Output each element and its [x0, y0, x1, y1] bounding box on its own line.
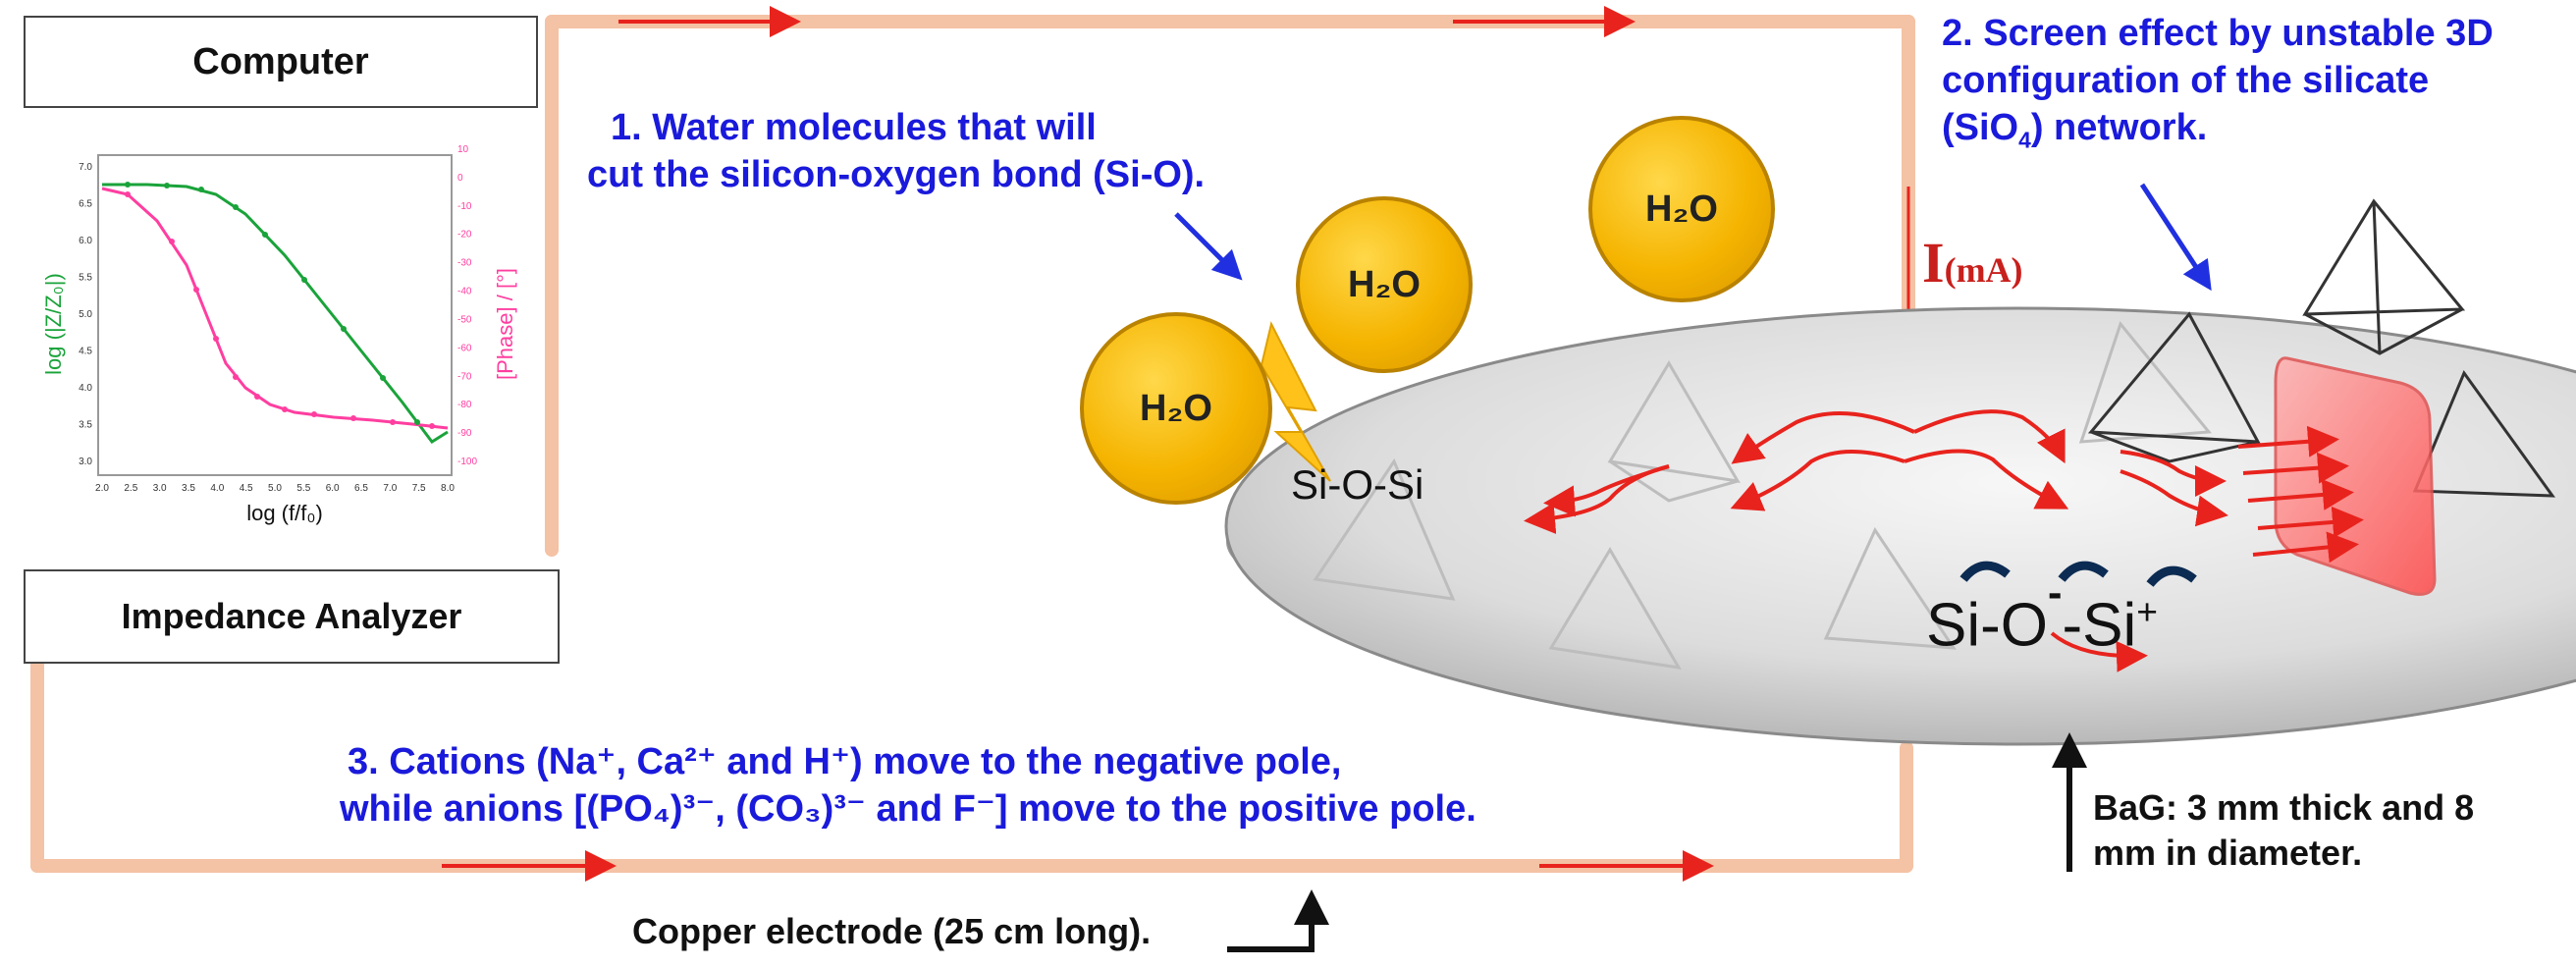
graph-y-left-tick: 6.0 — [79, 236, 92, 246]
water-molecule-1: H₂O — [1296, 196, 1473, 373]
graph-y-right-tick: -90 — [457, 428, 472, 439]
step2-line2: configuration of the silicate — [1942, 60, 2430, 101]
impedance-analyzer-box: Impedance Analyzer — [24, 569, 560, 664]
graph-y-left-tick: 4.5 — [79, 347, 92, 357]
water-label: H₂O — [1645, 188, 1718, 230]
disc-tetrahedra — [1313, 320, 2212, 670]
phase-points — [125, 191, 435, 429]
graph-x-tick: 4.5 — [240, 483, 253, 494]
water-molecule-2: H₂O — [1588, 116, 1775, 302]
graph-x-tick: 7.0 — [383, 483, 397, 494]
graph-y-left-tick: 3.0 — [79, 457, 92, 467]
ion-flow-arrows — [1524, 409, 2364, 672]
graph-y-right-ticks: 10 0 -10 -20 -30 -40 -50 -60 -70 -80 -90 -100 — [457, 144, 477, 467]
graph-y-left-tick: 5.5 — [79, 273, 92, 284]
current-label: I(mA) — [1922, 231, 2023, 295]
step2-pointer-arrow — [2139, 183, 2212, 292]
graph-y-left-label: log (|Z/Z₀|) — [41, 273, 66, 375]
graph-y-left-tick: 6.5 — [79, 199, 92, 210]
graph-x-tick: 4.0 — [210, 483, 224, 494]
si-o-minus-si-plus-label: Si-O--Si+ — [1926, 569, 2158, 660]
magnitude-points — [125, 182, 420, 425]
step1-pointer-arrow — [1174, 212, 1243, 281]
graph-y-right-tick: -30 — [457, 258, 472, 269]
water-label: H₂O — [1140, 387, 1212, 429]
graph-y-right-tick: 10 — [457, 144, 469, 155]
impedance-analyzer-label: Impedance Analyzer — [121, 596, 462, 636]
graph-plot-area — [97, 154, 453, 476]
water-label: H₂O — [1348, 263, 1421, 305]
graph-x-tick: 5.0 — [268, 483, 282, 494]
graph-y-right-label: [Phase] / [°] — [493, 268, 517, 380]
step2-line1: 2. Screen effect by unstable 3D — [1942, 13, 2494, 54]
step3-line1: 3. Cations (Na⁺, Ca²⁺ and H⁺) move to th… — [348, 741, 1342, 782]
copper-electrode-label: Copper electrode (25 cm long). — [632, 911, 1152, 951]
copper-pointer-arrow — [1227, 889, 1329, 952]
graph-y-left-tick: 7.0 — [79, 162, 92, 173]
graph-y-left-ticks: 7.0 6.5 6.0 5.5 5.0 4.5 4.0 3.5 3.0 — [79, 162, 92, 467]
si-o-si-label: Si-O-Si — [1291, 461, 1424, 508]
graph-x-tick: 7.5 — [412, 483, 426, 494]
bag-line1: BaG: 3 mm thick and 8 — [2093, 787, 2475, 828]
graph-y-right-tick: -20 — [457, 230, 472, 241]
graph-x-label: log (f/f₀) — [246, 501, 323, 525]
computer-label: Computer — [192, 40, 369, 82]
graph-y-left-tick: 3.5 — [79, 420, 92, 431]
graph-x-tick: 3.5 — [182, 483, 195, 494]
step1-line2: cut the silicon-oxygen bond (Si-O). — [587, 154, 1206, 195]
silicate-tetrahedra — [2087, 198, 2556, 498]
graph-x-ticks: 2.0 2.5 3.0 3.5 4.0 4.5 5.0 5.5 6.0 6.5 7.0 7.5 8.0 — [95, 483, 455, 494]
graph-y-right-tick: -100 — [457, 457, 477, 467]
graph-y-right-tick: -70 — [457, 371, 472, 382]
disc — [1224, 306, 2576, 746]
step2-line3: (SiO4) network. — [1942, 107, 2208, 153]
graph-x-tick: 2.5 — [124, 483, 137, 494]
graph-y-left-tick: 4.0 — [79, 383, 92, 394]
water-molecule-3: H₂O — [1080, 312, 1272, 505]
graph-x-tick: 8.0 — [441, 483, 455, 494]
graph-y-right-tick: -10 — [457, 201, 472, 212]
graph-y-left-tick: 5.0 — [79, 309, 92, 320]
graph-y-right-tick: -80 — [457, 400, 472, 410]
step1-line1: 1. Water molecules that will — [611, 107, 1097, 148]
graph-x-tick: 2.0 — [95, 483, 109, 494]
graph-y-right-tick: -40 — [457, 287, 472, 297]
graph-y-right-tick: -60 — [457, 343, 472, 353]
graph-y-right-tick: -50 — [457, 314, 472, 325]
graph-x-tick: 6.0 — [326, 483, 340, 494]
graph-y-right-tick: 0 — [457, 173, 463, 184]
wire-current-arrows — [442, 6, 1714, 882]
step3-label: 3. Cations (Na⁺, Ca²⁺ and H⁺) move to th… — [340, 738, 1476, 833]
bag-line2: mm in diameter. — [2093, 833, 2363, 873]
screen-plate — [2274, 356, 2437, 596]
bag-label: BaG: 3 mm thick and 8 mm in diameter. — [2093, 785, 2474, 876]
step1-label: 1. Water molecules that will cut the sil… — [587, 104, 1205, 198]
magnitude-curve — [102, 183, 449, 445]
graph-x-tick: 6.5 — [354, 483, 368, 494]
step3-line2: while anions [(PO₄)³⁻, (CO₃)³⁻ and F⁻] m… — [340, 788, 1476, 830]
computer-box: Computer — [24, 16, 538, 108]
electron-arrows — [1959, 561, 2197, 587]
graph-x-tick: 5.5 — [296, 483, 310, 494]
phase-curve — [101, 187, 449, 430]
graph-x-tick: 3.0 — [153, 483, 167, 494]
lightning-bolt-icon — [1260, 321, 1331, 482]
step2-label: 2. Screen effect by unstable 3D configur… — [1942, 10, 2494, 164]
